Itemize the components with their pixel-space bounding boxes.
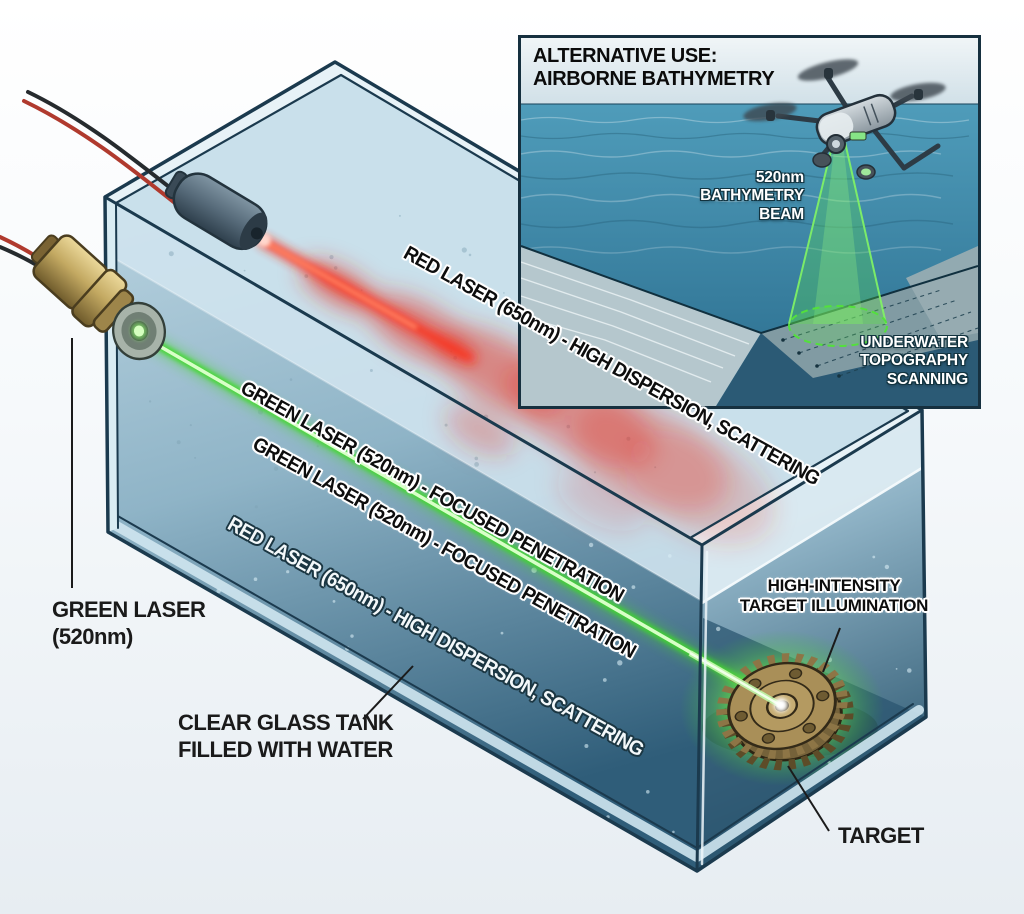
right-face-above-waterline bbox=[702, 410, 922, 603]
tank-label: CLEAR GLASS TANK FILLED WITH WATER bbox=[178, 710, 394, 762]
laser-lens bbox=[112, 301, 166, 361]
green-laser-label: GREEN LASER (520nm) bbox=[52, 597, 206, 649]
illumination-label: HIGH-INTENSITY TARGET ILLUMINATION bbox=[739, 576, 929, 616]
bathymetry-illustration bbox=[521, 38, 978, 406]
ocean-waves bbox=[521, 116, 970, 254]
green-laser-device bbox=[30, 234, 166, 361]
seafloor-rise bbox=[906, 246, 978, 340]
drone-illustration bbox=[743, 59, 946, 180]
pointer-lines bbox=[71, 338, 841, 832]
illumination-pointer bbox=[822, 627, 841, 673]
inset-panel: ALTERNATIVE USE: AIRBORNE BATHYMETRY 520… bbox=[518, 35, 981, 409]
water-surface bbox=[116, 75, 908, 538]
waterline bbox=[701, 466, 923, 605]
inset-title: ALTERNATIVE USE: AIRBORNE BATHYMETRY bbox=[533, 45, 775, 91]
tank-edges bbox=[103, 60, 928, 873]
tank-pointer bbox=[362, 665, 414, 720]
red-laser-beam bbox=[257, 233, 774, 545]
left-face-above-waterline bbox=[105, 197, 702, 601]
target-label: TARGET bbox=[838, 823, 924, 848]
red-laser-device bbox=[164, 170, 268, 251]
bathymetry-beam-cone bbox=[788, 141, 888, 347]
topography-scanning-label: UNDERWATER TOPOGRAPHY SCANNING bbox=[860, 334, 968, 388]
green-laser-beam bbox=[137, 327, 781, 711]
target-pointer bbox=[787, 765, 830, 832]
underwater-cutaway bbox=[521, 245, 978, 406]
gear-target bbox=[680, 630, 884, 786]
tank-left-face bbox=[105, 197, 702, 871]
bathymetry-beam-label: 520nm BATHYMETRY BEAM bbox=[700, 169, 804, 223]
